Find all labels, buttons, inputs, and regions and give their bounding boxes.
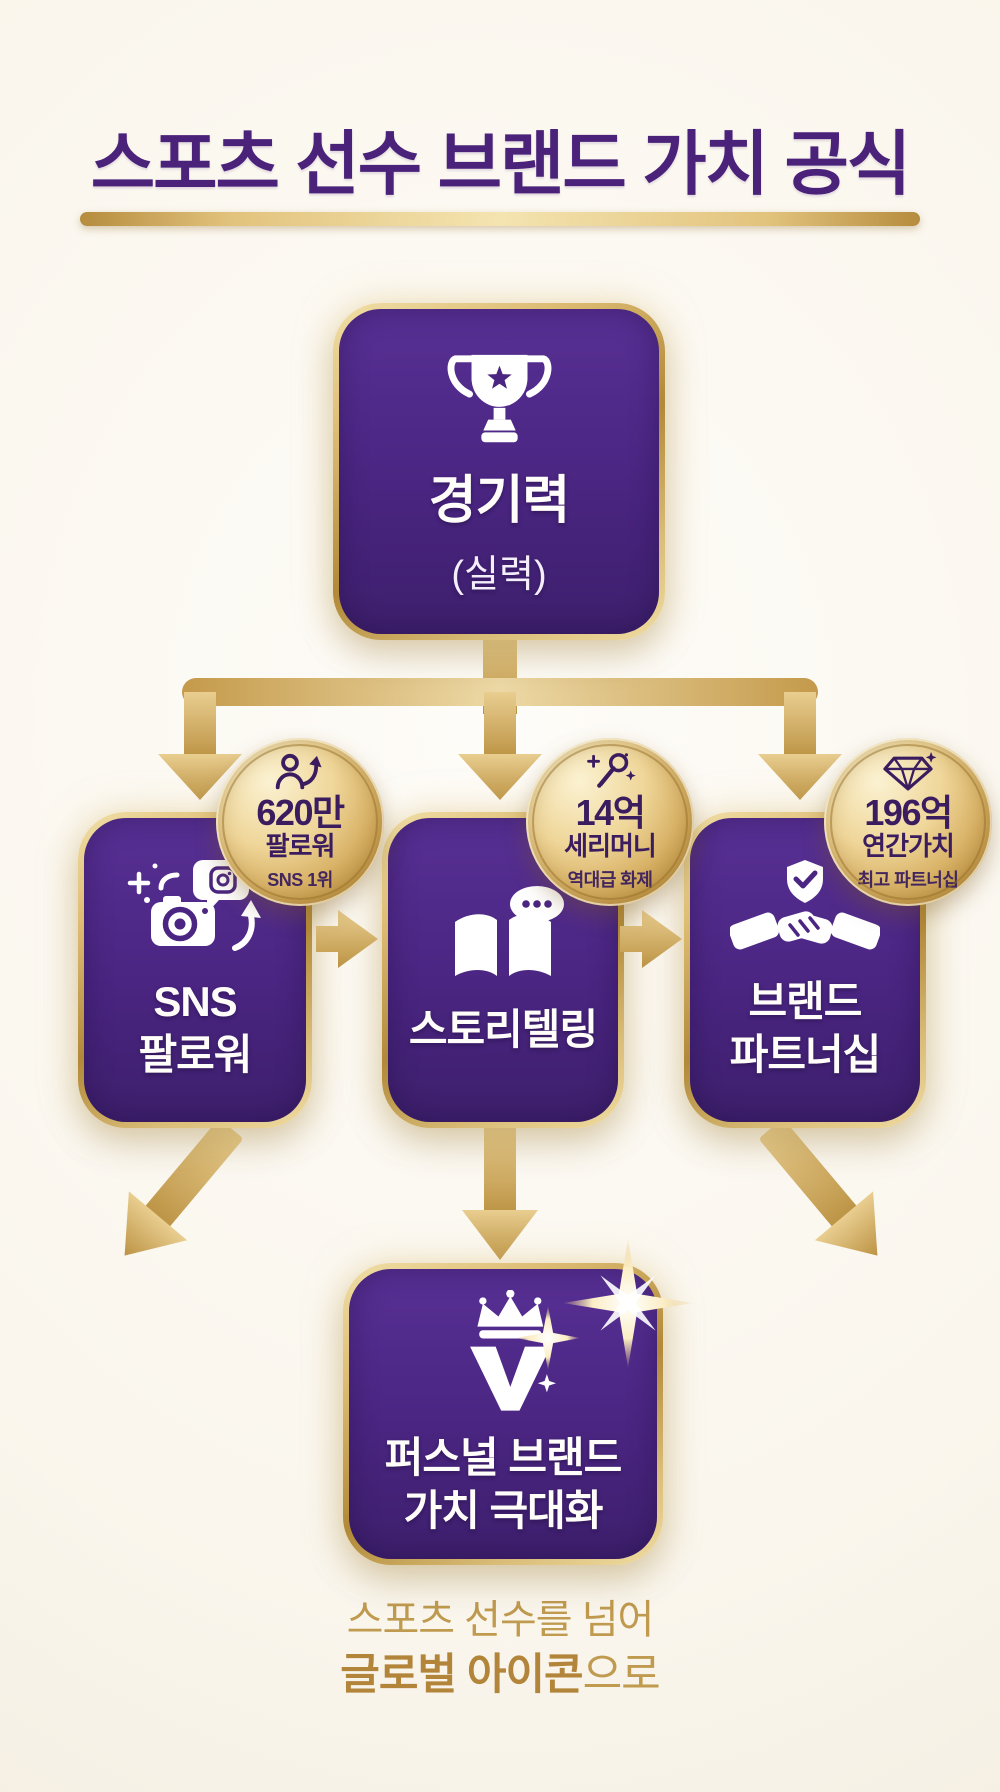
performance-sublabel: (실력) xyxy=(451,553,547,596)
node-performance-box: 경기력 (실력) xyxy=(333,303,665,640)
badge-followers: 620만 팔로워 SNS 1위 xyxy=(216,738,384,906)
caption-line2: 글로벌 아이콘으로 xyxy=(0,1650,1000,1702)
partnership-label-line2: 파트너십 xyxy=(729,1031,882,1078)
title-underline-bar xyxy=(80,212,920,226)
result-label-line1: 퍼스널 브랜드 xyxy=(384,1434,623,1482)
result-label-line2: 가치 극대화 xyxy=(403,1487,604,1534)
badge-followers-sub: SNS 1위 xyxy=(267,869,333,890)
branch-arrow xyxy=(158,636,842,800)
caption-line2-rest: 으로 xyxy=(582,1651,661,1699)
flow-arrow-right-1 xyxy=(316,910,378,968)
sns-camera-icon xyxy=(127,860,261,952)
microphone-icon xyxy=(587,753,636,788)
trophy-icon xyxy=(447,355,551,443)
storytelling-label: 스토리텔링 xyxy=(408,1005,598,1053)
storybook-icon xyxy=(455,885,564,976)
footer-caption: 스포츠 선수를 넘어 글로벌 아이콘으로 xyxy=(0,1596,1000,1702)
sns-label-line1: SNS xyxy=(153,978,237,1026)
follower-growth-icon xyxy=(275,754,322,790)
node-sns-box: SNS 팔로워 xyxy=(78,812,312,1128)
badge-partnership-sub: 최고 파트너십 xyxy=(857,869,959,890)
diamond-icon xyxy=(883,752,937,791)
badge-partnership: 196억 연간가치 최고 파트너십 xyxy=(824,738,992,906)
badge-ceremony-label: 세리머니 xyxy=(564,830,657,861)
badge-partnership-label: 연간가치 xyxy=(862,830,955,861)
starburst-icon xyxy=(563,1238,693,1368)
page-title: 스포츠 선수 브랜드 가치 공식 xyxy=(90,125,912,203)
badge-partnership-value: 196억 xyxy=(864,792,953,834)
partnership-label-line1: 브랜드 xyxy=(748,978,863,1026)
node-result-box: 퍼스널 브랜드 가치 극대화 xyxy=(343,1263,663,1565)
merge-arrows xyxy=(124,1119,878,1260)
flow-arrow-right-2 xyxy=(620,910,682,968)
caption-line2-bold: 글로벌 아이콘 xyxy=(340,1651,583,1699)
handshake-icon xyxy=(730,860,880,950)
performance-label: 경기력 xyxy=(428,472,571,531)
badge-ceremony-sub: 역대급 화제 xyxy=(567,869,653,890)
badge-followers-label: 팔로워 xyxy=(265,830,336,861)
badge-ceremony-value: 14억 xyxy=(575,792,646,834)
caption-line1: 스포츠 선수를 넘어 xyxy=(346,1598,655,1642)
sns-label-line2: 팔로워 xyxy=(138,1031,253,1078)
sparkle-icon xyxy=(516,1306,580,1370)
badge-ceremony: 14억 세리머니 역대급 화제 xyxy=(526,738,694,906)
badge-followers-value: 620만 xyxy=(256,792,345,834)
node-storytelling-box: 스토리텔링 xyxy=(382,812,624,1128)
